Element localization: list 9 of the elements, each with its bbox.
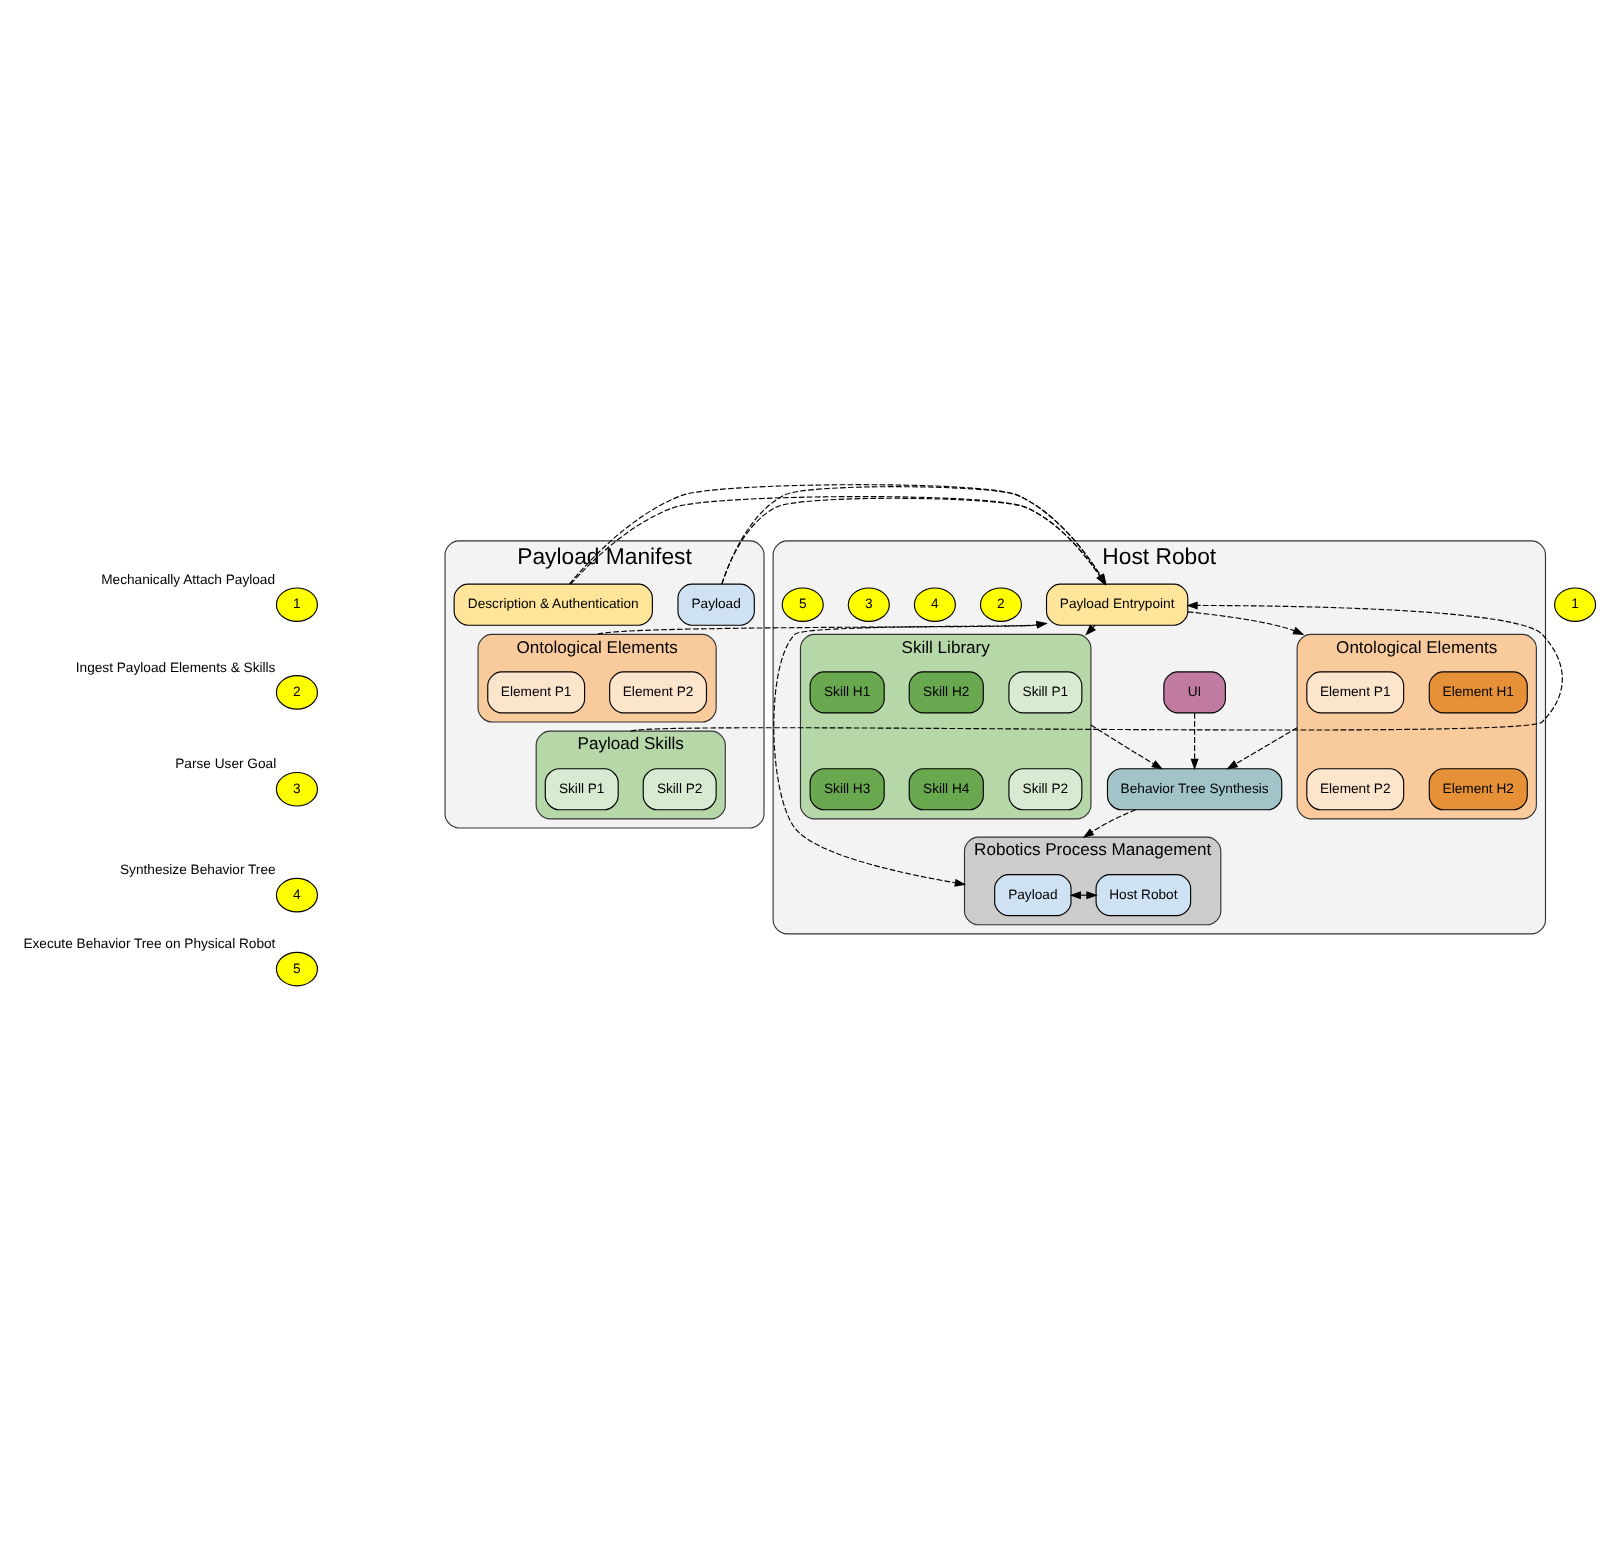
arrow <box>1190 711 1199 770</box>
arrow <box>630 600 1563 731</box>
arrow <box>721 485 1107 585</box>
arrow <box>1090 723 1164 769</box>
arrow <box>568 483 1107 585</box>
arrow <box>1082 808 1137 838</box>
arrow <box>1187 610 1305 634</box>
arrow <box>1085 623 1096 635</box>
arrow <box>1226 726 1298 769</box>
